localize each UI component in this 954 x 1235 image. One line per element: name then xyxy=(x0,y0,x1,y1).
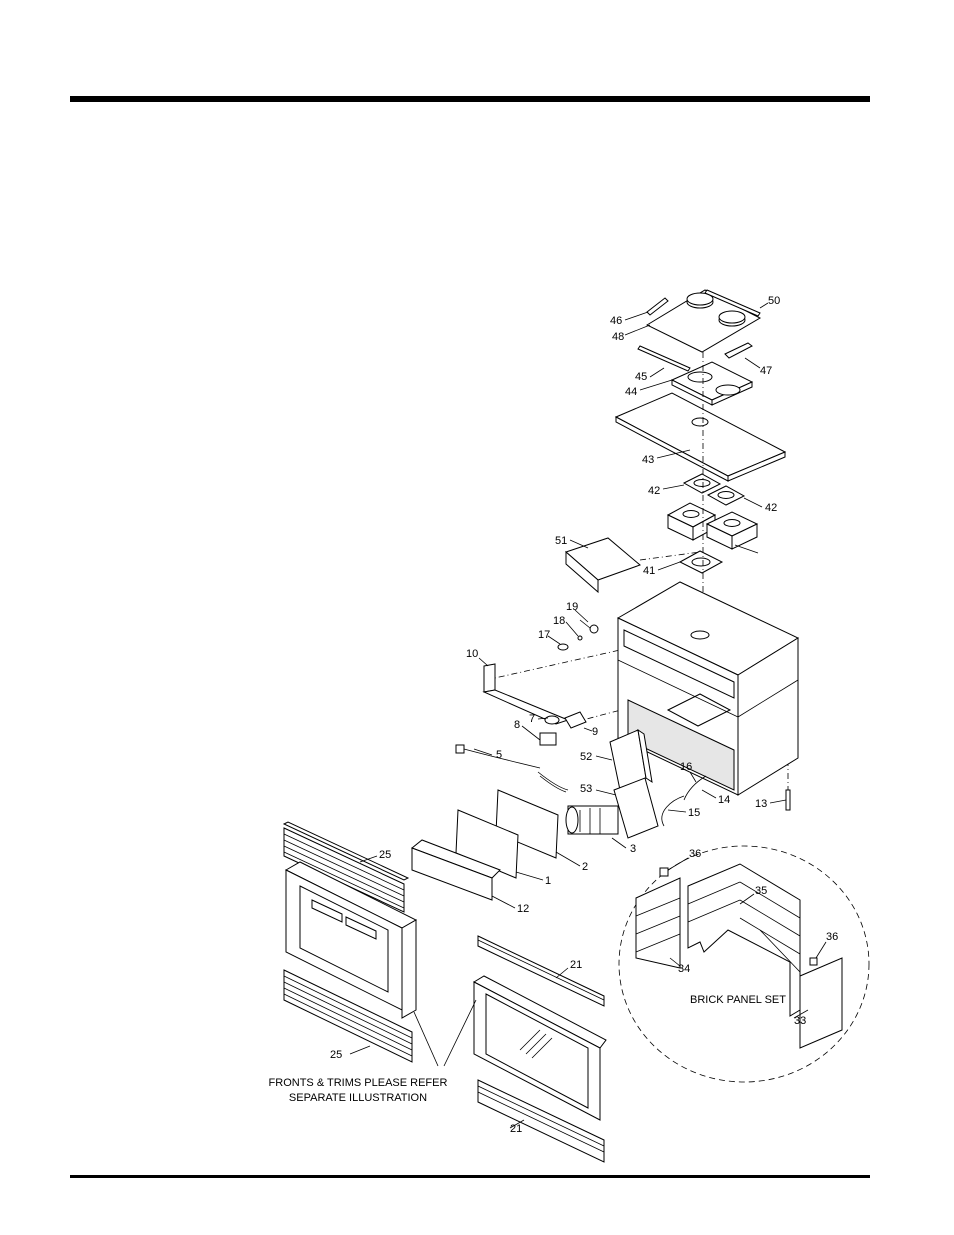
part-label: 3 xyxy=(630,843,636,855)
part-label: 16 xyxy=(680,761,692,773)
top-panel-43 xyxy=(616,393,785,481)
strip-46 xyxy=(647,298,668,315)
part-label: 53 xyxy=(580,783,592,795)
part-label: 17 xyxy=(538,629,550,641)
brick-panel-34 xyxy=(636,878,680,968)
blower-3 xyxy=(566,806,618,834)
part-7 xyxy=(545,716,559,724)
part-8 xyxy=(540,733,556,745)
part-label: 46 xyxy=(610,315,622,327)
part-label: 25 xyxy=(379,849,391,861)
part-label: 21 xyxy=(510,1123,522,1135)
part-label: 21 xyxy=(570,959,582,971)
panel-53 xyxy=(614,778,658,838)
clip-36a xyxy=(660,868,668,876)
part-label: 1 xyxy=(545,875,551,887)
leg-13 xyxy=(786,790,790,810)
bracket-47 xyxy=(725,343,752,358)
brick-panel-33 xyxy=(800,958,842,1048)
part-label: 42 xyxy=(765,502,777,514)
part-label: 43 xyxy=(642,454,654,466)
fronts-pointer xyxy=(414,1000,476,1066)
bracket-leader xyxy=(486,650,620,680)
part-label: 52 xyxy=(580,751,592,763)
part-label: 44 xyxy=(625,386,637,398)
part-label: 18 xyxy=(553,615,565,627)
part-label: 47 xyxy=(760,365,772,377)
part-label: 2 xyxy=(582,861,588,873)
part-label: 41 xyxy=(643,565,655,577)
part-label: 9 xyxy=(592,726,598,738)
part-label: 7 xyxy=(529,713,535,725)
fronts-caption-line1: FRONTS & TRIMS PLEASE REFER xyxy=(269,1077,448,1089)
part-label: 10 xyxy=(466,648,478,660)
part-label: 13 xyxy=(755,798,767,810)
wire-15 xyxy=(662,796,684,826)
fronts-caption-line2: SEPARATE ILLUSTRATION xyxy=(289,1092,427,1104)
part-label: 33 xyxy=(794,1015,806,1027)
part-label: 50 xyxy=(768,295,780,307)
part-label: 8 xyxy=(514,719,520,731)
part-9 xyxy=(565,712,586,728)
part-label: 14 xyxy=(718,794,730,806)
part-17-knob xyxy=(558,644,568,650)
shield-51 xyxy=(566,538,640,592)
part-label: 12 xyxy=(517,903,529,915)
part-19-sensor xyxy=(580,620,598,633)
part-label: 48 xyxy=(612,331,624,343)
part-label: 15 xyxy=(688,807,700,819)
part-label: 5 xyxy=(496,749,502,761)
part-label: 25 xyxy=(330,1049,342,1061)
part-label: 35 xyxy=(755,885,767,897)
part-label: 34 xyxy=(678,963,690,975)
part-18-wire xyxy=(578,636,582,640)
part-label: 42 xyxy=(648,485,660,497)
strip-45 xyxy=(638,346,690,371)
gasket-42 xyxy=(684,474,744,505)
bracket-10 xyxy=(484,664,568,724)
gasket-41 xyxy=(680,551,722,573)
clip-36b xyxy=(810,958,817,965)
wiring xyxy=(538,772,568,792)
part-label: 19 xyxy=(566,601,578,613)
part-label: 36 xyxy=(826,931,838,943)
part-label: 45 xyxy=(635,371,647,383)
part-label: 51 xyxy=(555,535,567,547)
part-label: 36 xyxy=(689,848,701,860)
collar-box xyxy=(668,503,758,553)
brick-panel-caption: BRICK PANEL SET xyxy=(690,994,786,1006)
